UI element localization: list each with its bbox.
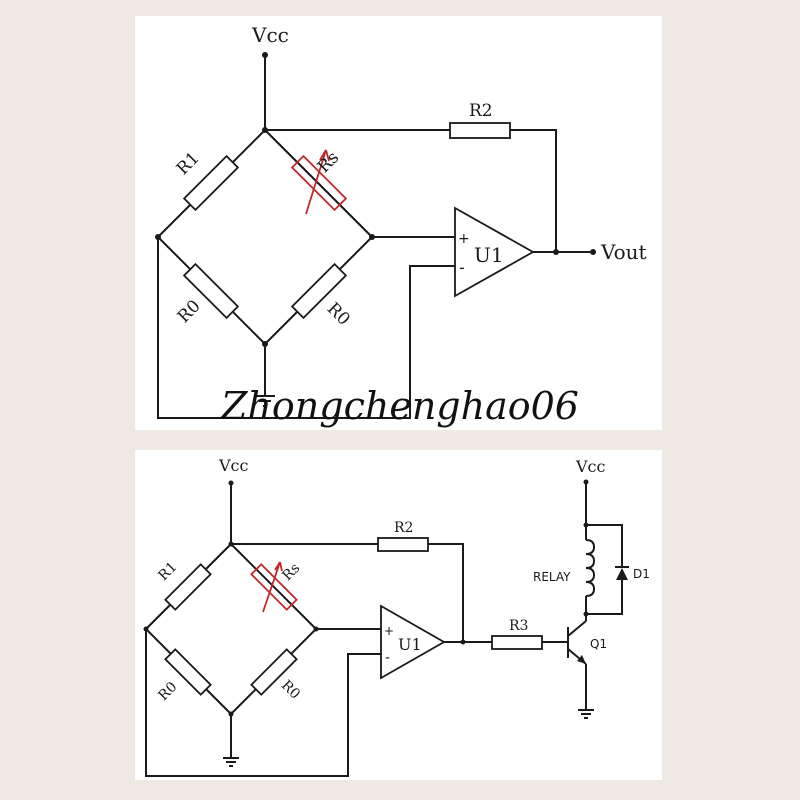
- top-r2-label: R2: [469, 101, 493, 121]
- bottom-rs-label: Rs: [279, 560, 303, 584]
- top-ground-icon: [255, 395, 275, 407]
- bottom-relay-label: RELAY: [533, 570, 571, 584]
- bottom-plus-label: +: [384, 624, 394, 638]
- bottom-relay-vcc-terminal: [583, 479, 589, 485]
- bottom-diode-wire-bottom: [586, 580, 623, 615]
- bottom-r2-resistor: [377, 537, 429, 552]
- top-r0-left-resistor: [182, 262, 240, 320]
- top-vout-label: Vout: [600, 240, 647, 264]
- bottom-r1-resistor: [164, 563, 212, 611]
- bottom-rs-branch-wire: [230, 543, 317, 630]
- top-circuit-panel: [135, 16, 662, 430]
- bottom-q1-label: Q1: [590, 637, 607, 651]
- bottom-relay-vcc-label: Vcc: [575, 457, 606, 476]
- bottom-r3-resistor: [491, 635, 543, 650]
- top-r0-right-resistor: [290, 262, 348, 320]
- bottom-u1-label: U1: [398, 635, 422, 654]
- top-rs-sensor-resistor: [290, 149, 348, 215]
- bottom-transistor-ground-icon: [578, 709, 594, 719]
- bottom-r0-right-label: R0: [278, 677, 303, 702]
- bottom-diode-wire-top: [586, 524, 623, 566]
- top-rs-branch-wire: [264, 129, 373, 238]
- bottom-r3-label: R3: [509, 618, 528, 634]
- top-op-amp: [454, 206, 535, 298]
- bottom-feedback-loop-wire: [145, 629, 381, 777]
- bottom-op-amp: [380, 604, 446, 680]
- bottom-relay-coil-icon: [585, 539, 596, 597]
- top-vcc-label: Vcc: [251, 23, 289, 47]
- top-vout-terminal: [590, 249, 596, 255]
- bottom-r0-left-resistor: [164, 648, 212, 696]
- bottom-r1-label: R1: [155, 559, 180, 584]
- top-vcc-terminal: [262, 52, 268, 58]
- bottom-vcc-label: Vcc: [218, 456, 249, 475]
- top-plus-label: +: [458, 231, 470, 247]
- bottom-q1-transistor: [567, 620, 587, 665]
- watermark-text: Zhongchenghao06: [221, 384, 579, 428]
- bottom-r0-left-label: R0: [155, 679, 180, 704]
- bottom-vcc-terminal: [228, 480, 234, 486]
- bottom-rs-sensor-resistor: [250, 561, 298, 613]
- bottom-d1-diode-icon: [615, 566, 629, 580]
- bottom-r0-right-resistor: [250, 648, 298, 696]
- top-minus-label: -: [459, 258, 465, 277]
- top-feedback-loop-wire: [157, 237, 455, 419]
- top-u1-label: U1: [474, 243, 504, 267]
- bottom-d1-label: D1: [633, 567, 650, 581]
- top-r1-resistor: [182, 154, 240, 212]
- bottom-minus-label: -: [385, 650, 390, 666]
- bottom-ground-icon: [223, 757, 239, 767]
- bottom-r2-wire-right: [428, 543, 464, 642]
- bottom-r2-label: R2: [394, 520, 413, 536]
- top-r2-wire-right: [510, 129, 557, 252]
